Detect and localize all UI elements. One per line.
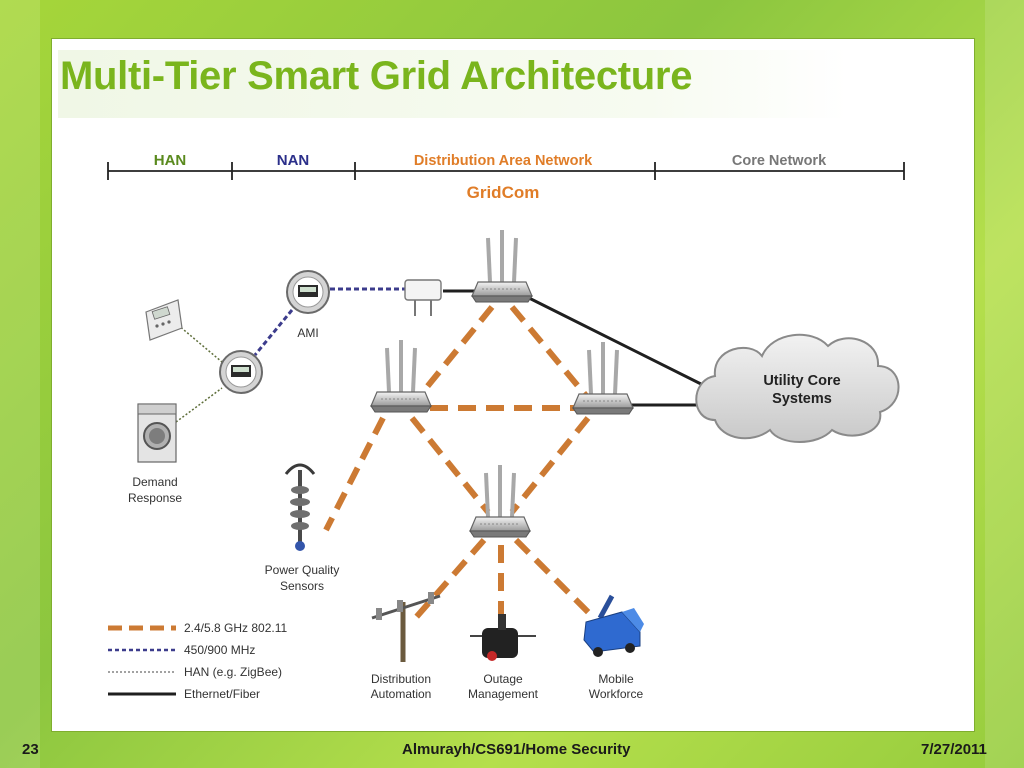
gridcom-label: GridCom <box>467 183 540 202</box>
legend: 2.4/5.8 GHz 802.11 450/900 MHz HAN (e.g.… <box>108 621 288 701</box>
outage-management-label: Management <box>468 687 539 701</box>
distribution-automation-label: Distribution <box>371 672 431 686</box>
legend-label: 2.4/5.8 GHz 802.11 <box>184 621 288 635</box>
han-links <box>175 324 223 423</box>
title-band <box>58 50 848 118</box>
home-meter-icon <box>219 350 263 394</box>
background-block <box>985 0 1024 768</box>
power-quality-label: Power Quality <box>265 563 340 577</box>
router-icon <box>369 338 433 414</box>
legend-label: 450/900 MHz <box>184 643 255 657</box>
tier-dan-label: Distribution Area Network <box>414 153 593 169</box>
router-icon <box>468 463 532 539</box>
outage-management-label: Outage <box>483 672 523 686</box>
demand-response-label: Demand <box>132 475 177 489</box>
tier-core-label: Core Network <box>732 153 827 169</box>
footer-date: 7/27/2011 <box>921 741 987 758</box>
tier-bar <box>107 162 905 180</box>
slide-title: Multi-Tier Smart Grid Architecture <box>60 54 693 98</box>
legend-label: HAN (e.g. ZigBee) <box>184 665 282 679</box>
ethernet-links <box>443 289 704 407</box>
distribution-automation-label: Automation <box>371 687 432 701</box>
washing-machine-icon <box>137 403 177 463</box>
power-quality-label: Sensors <box>280 579 324 593</box>
mobile-workforce-label: Workforce <box>589 687 644 701</box>
nan-links <box>253 287 405 356</box>
router-icon <box>470 228 534 304</box>
ami-label: AMI <box>297 326 318 340</box>
thermostat-icon <box>145 299 183 341</box>
ami-meter-icon <box>286 270 330 314</box>
background-block <box>0 0 40 768</box>
power-quality-sensor-icon <box>284 463 316 551</box>
demand-response-label: Response <box>128 491 182 505</box>
footer-text: Almurayh/CS691/Home Security <box>402 741 631 758</box>
mobile-workforce-label: Mobile <box>598 672 634 686</box>
tier-nan-label: NAN <box>277 152 310 169</box>
utility-pole-icon <box>371 592 441 662</box>
outage-device-icon <box>470 614 536 661</box>
collector-icon <box>404 279 442 316</box>
utility-core-cloud <box>695 333 900 443</box>
page-number: 23 <box>22 741 39 758</box>
wifi-links <box>323 305 593 628</box>
utility-truck-icon <box>583 594 644 657</box>
utility-core-label: Utility Core <box>763 373 840 389</box>
utility-core-label: Systems <box>772 391 832 407</box>
legend-label: Ethernet/Fiber <box>184 687 260 701</box>
router-icon <box>571 340 635 416</box>
tier-han-label: HAN <box>154 152 187 169</box>
